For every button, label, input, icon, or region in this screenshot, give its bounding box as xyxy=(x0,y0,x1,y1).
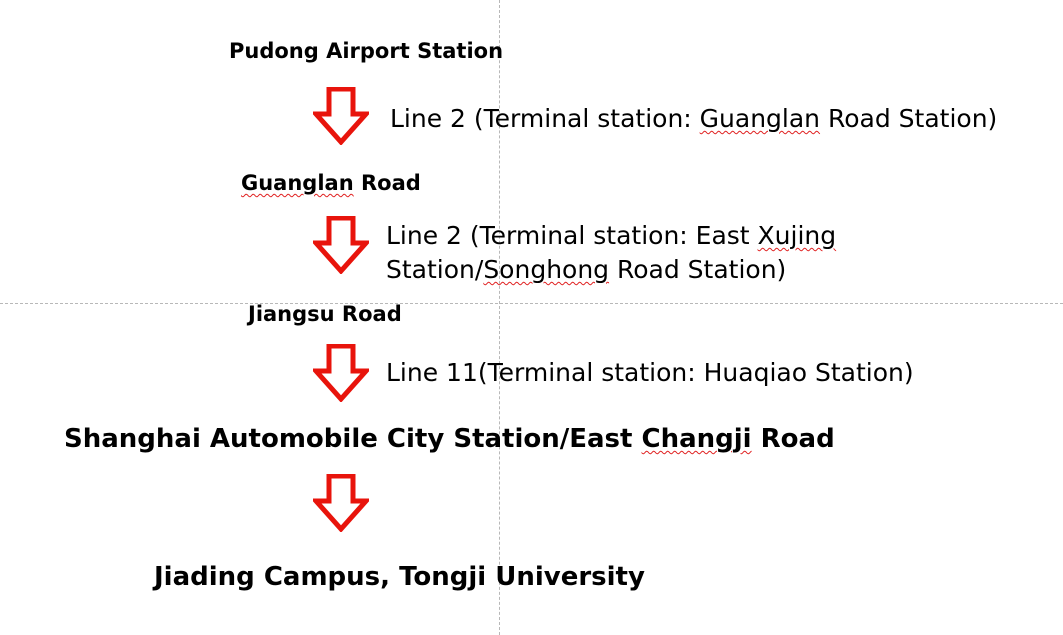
station-guanglan-road: Guanglan Road xyxy=(241,171,421,195)
down-arrow-icon xyxy=(313,216,369,274)
station-jiading-campus-tongji: Jiading Campus, Tongji University xyxy=(154,562,645,592)
down-arrow-icon xyxy=(313,87,369,145)
station-jiangsu-road: Jiangsu Road xyxy=(248,302,402,326)
line-info-row: Line 2 (Terminal station: East Xujing xyxy=(386,221,837,250)
line-info-text: Line 2 (Terminal station: xyxy=(390,104,700,133)
line-info-station-name: Songhong xyxy=(483,255,610,284)
line-info-line-11-huaqiao: Line 11(Terminal station: Huaqiao Statio… xyxy=(386,358,914,387)
horizontal-guide-line xyxy=(0,303,1063,304)
down-arrow-icon xyxy=(313,344,369,402)
station-shanghai-automobile-city: Shanghai Automobile City Station/East Ch… xyxy=(64,424,835,454)
station-name-word: Changji xyxy=(641,424,752,454)
line-info-text: Road Station) xyxy=(820,104,998,133)
line-info-line-2-xujing: Line 2 (Terminal station: East Xujing St… xyxy=(386,219,836,287)
down-arrow-icon xyxy=(313,474,369,532)
vertical-guide-line xyxy=(499,0,500,635)
line-info-station-name: Guanglan xyxy=(699,104,821,133)
line-info-row: Station/Songhong Road Station) xyxy=(386,255,787,284)
station-name-word: Guanglan xyxy=(241,171,354,195)
line-info-station-name: Xujing xyxy=(757,221,837,250)
line-info-line-2-guanglan: Line 2 (Terminal station: Guanglan Road … xyxy=(390,102,997,136)
station-pudong-airport: Pudong Airport Station xyxy=(229,39,504,63)
